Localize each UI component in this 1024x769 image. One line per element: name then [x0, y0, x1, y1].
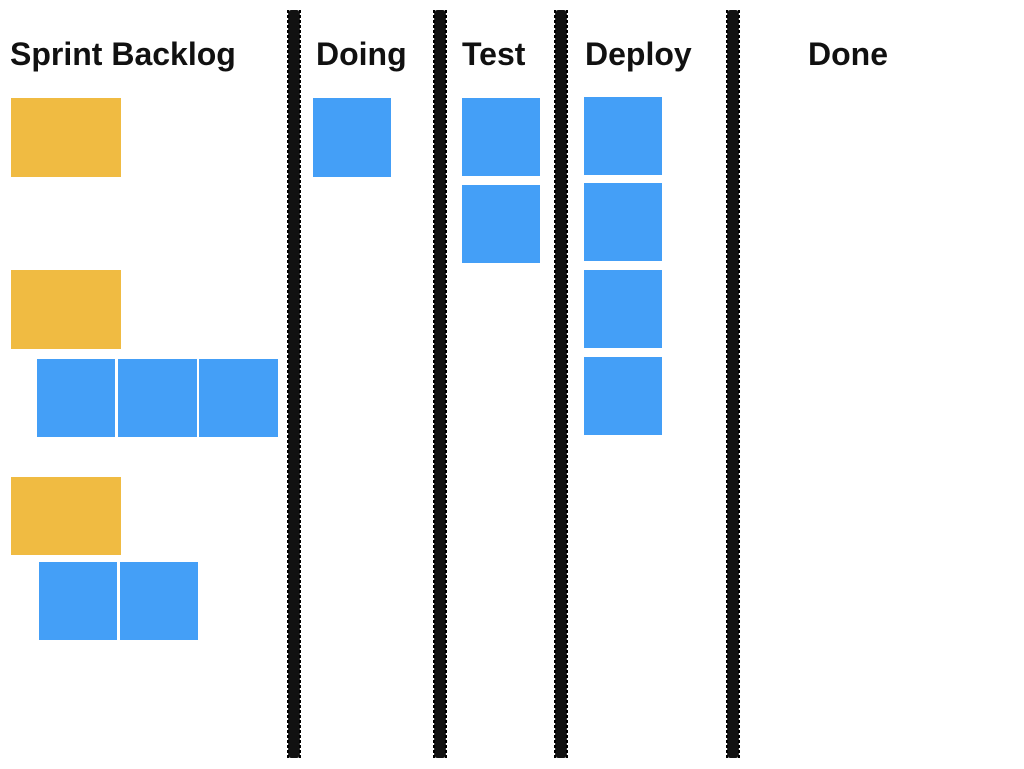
task-card[interactable]	[313, 98, 391, 177]
column-divider-4	[726, 10, 740, 758]
task-card[interactable]	[37, 359, 115, 437]
story-card[interactable]	[11, 270, 121, 349]
task-card[interactable]	[462, 98, 540, 176]
column-divider-1	[287, 10, 301, 758]
task-card[interactable]	[584, 357, 662, 435]
column-divider-3	[554, 10, 568, 758]
column-title-deploy: Deploy	[585, 36, 692, 72]
task-card[interactable]	[120, 562, 198, 640]
column-title-done: Done	[808, 36, 888, 72]
story-card[interactable]	[11, 98, 121, 177]
task-card[interactable]	[462, 185, 540, 263]
task-card[interactable]	[584, 183, 662, 261]
task-card[interactable]	[584, 97, 662, 175]
column-divider-2	[433, 10, 447, 758]
column-title-test: Test	[462, 36, 526, 72]
column-title-sprint-backlog: Sprint Backlog	[10, 36, 236, 72]
task-card[interactable]	[39, 562, 117, 640]
task-card[interactable]	[199, 359, 278, 437]
column-title-doing: Doing	[316, 36, 407, 72]
task-card[interactable]	[584, 270, 662, 348]
story-card[interactable]	[11, 477, 121, 555]
task-card[interactable]	[118, 359, 197, 437]
